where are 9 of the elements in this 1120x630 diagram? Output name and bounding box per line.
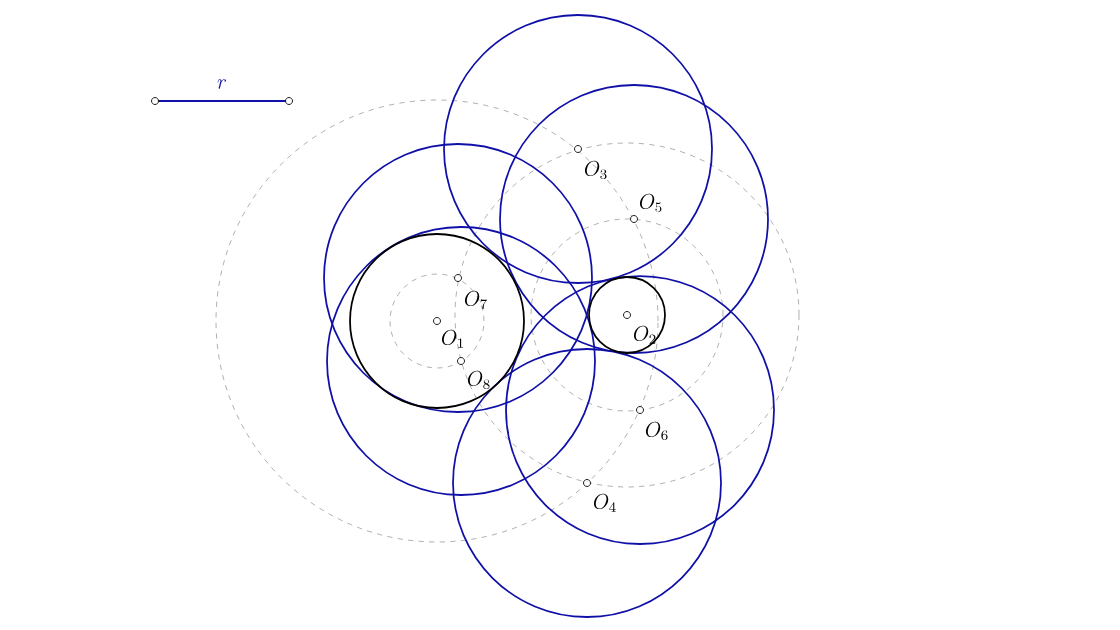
point-label: $O_{5}$ (639, 193, 662, 213)
point-label: $O_{6}$ (645, 421, 668, 441)
point-label: $O_{2}$ (633, 325, 656, 344)
point-label: $O_{8}$ (467, 370, 490, 390)
segment-label: $r$ (217, 79, 227, 89)
point-label: $O_{4}$ (593, 493, 616, 512)
point-label: $O_{1}$ (441, 329, 463, 348)
point-label: $O_{7}$ (464, 290, 487, 310)
point-label: $O_{3}$ (584, 160, 607, 180)
